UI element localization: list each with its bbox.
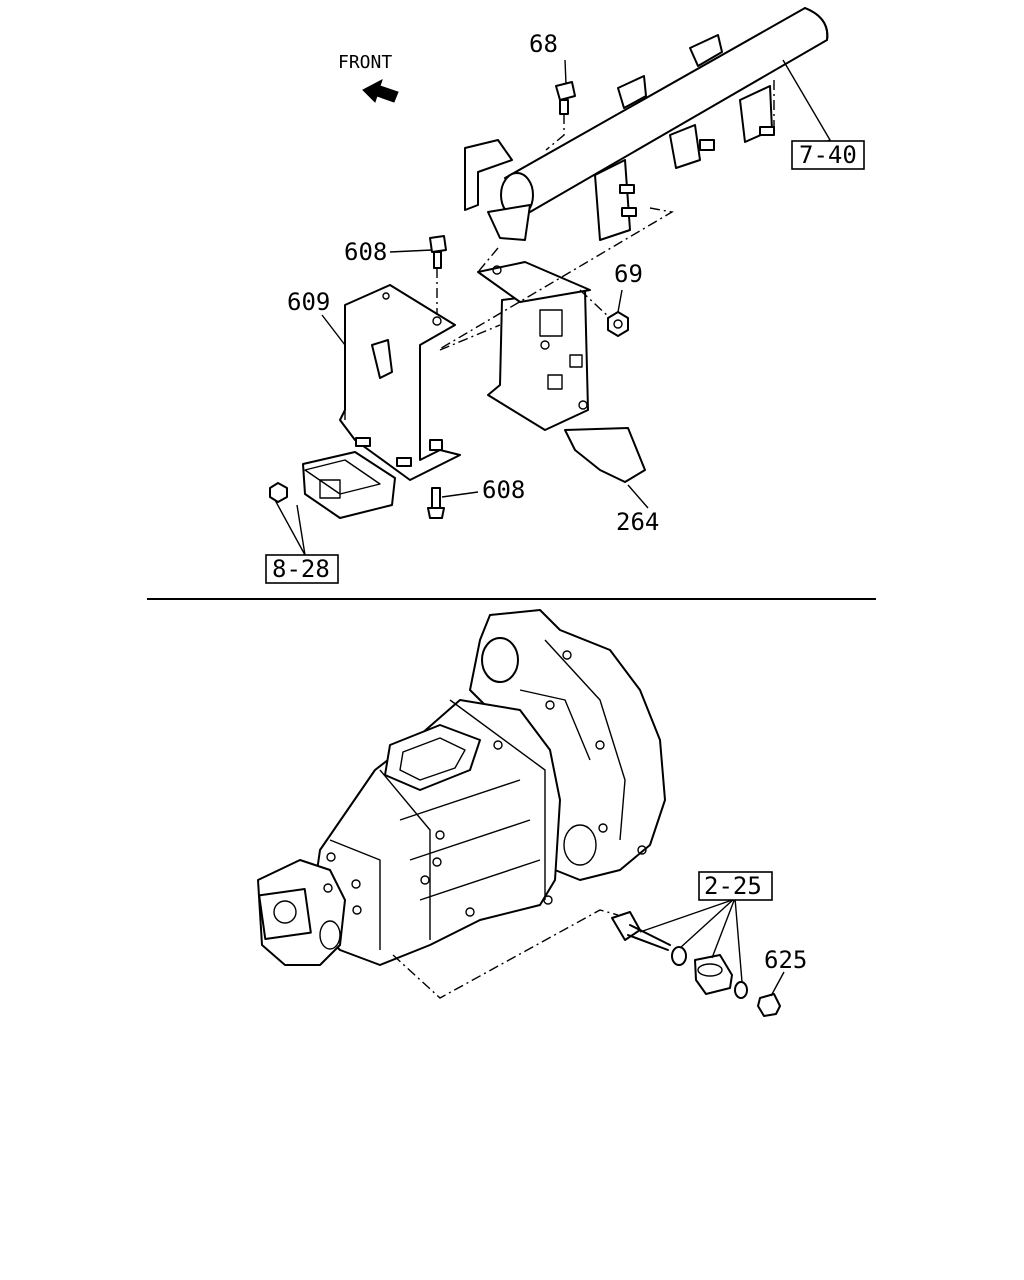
bolt-608-top: [429, 235, 447, 269]
callout-2-25: 2-25: [704, 872, 762, 900]
seal-ring: [734, 981, 748, 999]
nut-8-28: [269, 482, 288, 503]
callout-608-top: 608: [344, 238, 387, 266]
plug-625: [757, 993, 781, 1017]
speedometer-gear: [611, 911, 671, 951]
callout-625: 625: [764, 946, 807, 974]
controller-module: [302, 451, 396, 519]
front-label: FRONT: [338, 52, 392, 73]
bracket-264: [477, 261, 646, 483]
callout-7-40-box: [791, 140, 865, 170]
callout-2-25-box: [698, 871, 773, 901]
bolt-68: [555, 81, 576, 115]
bolt-608-bottom: [427, 487, 445, 519]
transmission-assembly: [257, 609, 666, 966]
callout-264: 264: [616, 508, 659, 536]
o-ring: [671, 946, 687, 966]
studs: [355, 437, 412, 467]
frame-studs: [619, 126, 775, 217]
callout-8-28-box: [265, 554, 339, 584]
callout-609: 609: [287, 288, 330, 316]
frame-tube: [464, 7, 829, 241]
bracket-609: [339, 284, 461, 481]
callout-68: 68: [529, 30, 558, 58]
callout-69: 69: [614, 260, 643, 288]
sleeve: [694, 954, 733, 995]
nut-69: [607, 311, 629, 337]
callout-7-40: 7-40: [799, 141, 857, 169]
front-arrow-icon: [362, 78, 399, 103]
callout-8-28: 8-28: [272, 555, 330, 583]
callout-608-bottom: 608: [482, 476, 525, 504]
